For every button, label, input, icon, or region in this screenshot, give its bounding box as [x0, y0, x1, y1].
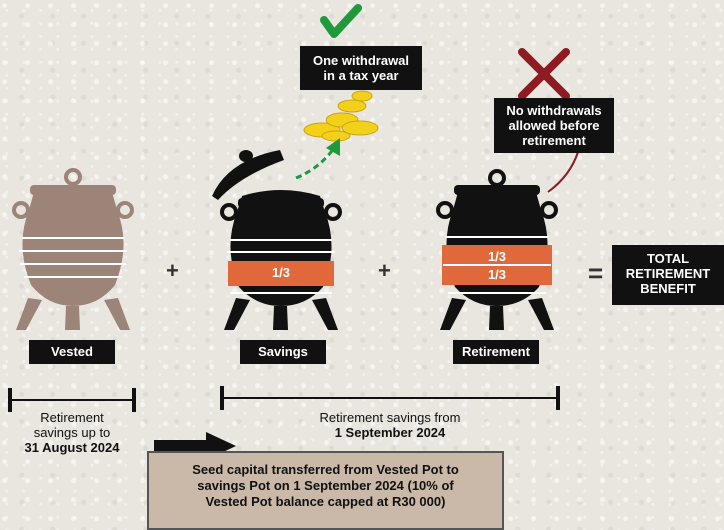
timeline-before: [10, 388, 134, 412]
equals-sign: =: [588, 258, 603, 289]
vested-label: Vested: [29, 340, 115, 364]
withdrawal-callout: One withdrawal in a tax year: [300, 46, 422, 90]
cross-icon: [522, 52, 566, 96]
plus-sign-2: +: [378, 258, 391, 284]
no-withdrawal-callout: No withdrawals allowed before retirement: [494, 98, 614, 153]
check-icon: [324, 8, 358, 34]
retirement-fraction-top: 1/3: [482, 249, 512, 264]
timeline-after: [222, 386, 558, 410]
savings-pot-icon: [212, 150, 340, 330]
plus-sign-1: +: [166, 258, 179, 284]
coins-icon: [304, 91, 378, 141]
after-period-text: Retirement savings from 1 September 2024: [290, 410, 490, 440]
savings-label: Savings: [240, 340, 326, 364]
retirement-fraction-bottom: 1/3: [482, 267, 512, 282]
callout-line: [548, 152, 578, 192]
withdrawal-arrow-icon: [296, 138, 340, 178]
seed-capital-box: Seed capital transferred from Vested Pot…: [147, 451, 504, 530]
total-benefit-box: TOTAL RETIREMENT BENEFIT: [612, 245, 724, 305]
vested-pot-icon: [14, 170, 132, 330]
savings-fraction: 1/3: [266, 265, 296, 280]
before-period-text: Retirement savings up to 31 August 2024: [6, 410, 138, 455]
retirement-label: Retirement: [453, 340, 539, 364]
